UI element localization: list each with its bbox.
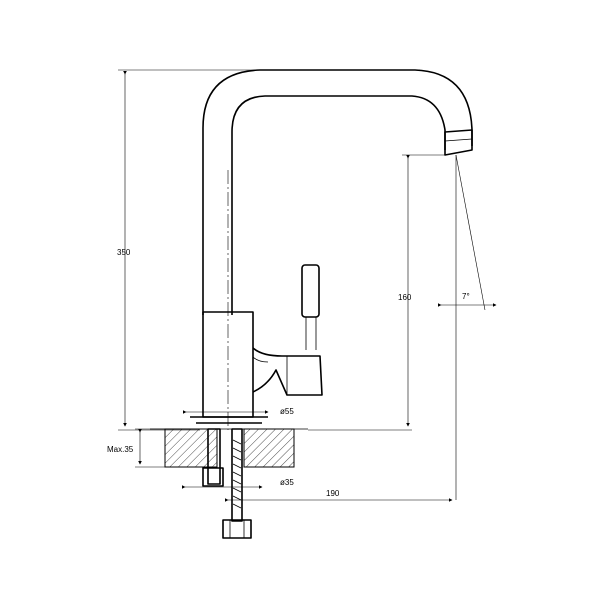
label-190: 190 (326, 489, 340, 498)
spout (202, 69, 473, 315)
label-max35: Max.35 (107, 445, 134, 454)
label-7deg: 7° (462, 292, 470, 301)
dimension-max-deck: Max.35 (107, 428, 165, 468)
label-d55: ø55 (280, 407, 294, 416)
dimension-overall-height: 350 (117, 69, 420, 431)
lever-handle (252, 264, 323, 396)
faucet-body (202, 170, 254, 430)
label-d35: ø35 (280, 478, 294, 487)
dimension-body-diameter: ø55 (183, 407, 294, 416)
label-160: 160 (398, 293, 412, 302)
mounting-shank (202, 428, 252, 539)
dimension-reach: 190 (225, 489, 453, 502)
dimension-shank-diameter: ø35 (182, 478, 294, 489)
dimension-angle: 7° (438, 154, 497, 500)
dimension-spout-height: 160 (308, 154, 445, 431)
countertop-section (150, 428, 308, 468)
label-350: 350 (117, 248, 131, 257)
base-plate (190, 416, 268, 424)
